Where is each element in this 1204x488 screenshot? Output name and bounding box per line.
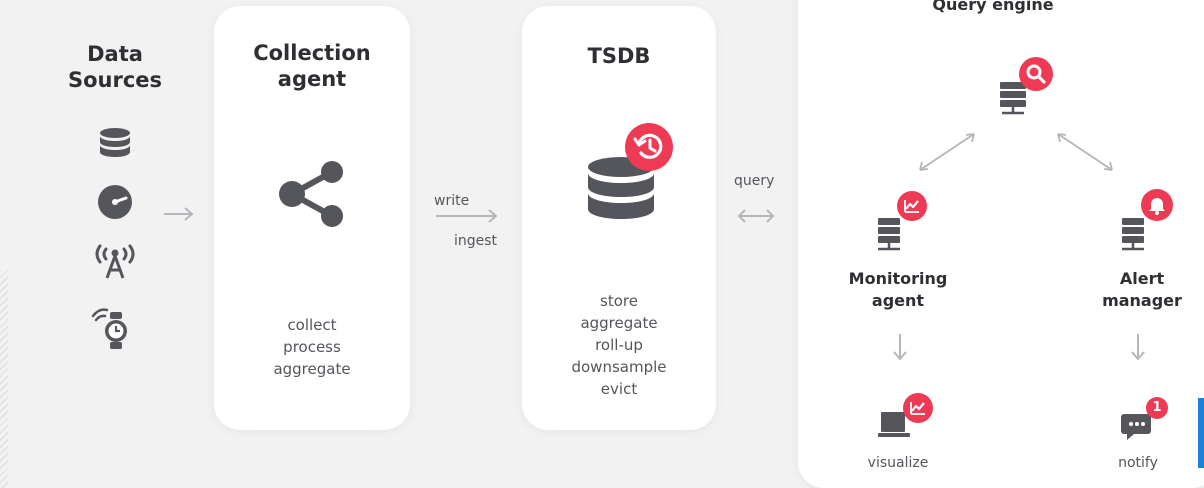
alert-down-arrow (1130, 332, 1146, 362)
notify-label: notify (1118, 455, 1158, 471)
alert-server-icon (1120, 214, 1150, 254)
laptop-icon (878, 410, 914, 440)
write-label: write (434, 193, 470, 209)
database-icon (98, 127, 132, 161)
op-roll-up: roll-up (595, 336, 643, 354)
query-engine-title: Query engine (932, 0, 1054, 14)
monitoring-server-icon (876, 214, 906, 254)
engine-to-monitoring-arrow (916, 130, 978, 174)
notification-count-badge: 1 (1146, 397, 1168, 419)
collection-agent-card: Collection agent collect process aggrega… (214, 6, 410, 430)
monitoring-agent-title: Monitoring agent (828, 268, 968, 312)
monitoring-agent-line2: agent (871, 291, 925, 310)
smartwatch-icon (90, 306, 134, 354)
search-badge-icon (1018, 56, 1054, 92)
collection-agent-ops: collect process aggregate (214, 314, 410, 380)
alert-manager-line2: manager (1102, 291, 1182, 310)
data-sources-title-line2: Sources (67, 68, 163, 92)
monitoring-agent-line1: Monitoring (848, 269, 948, 288)
data-sources-title: Data Sources (60, 41, 170, 93)
collection-agent-title: Collection agent (214, 40, 410, 92)
query-engine-panel: Query engine (798, 0, 1204, 488)
right-edge-accent (1198, 398, 1204, 468)
gauge-icon (97, 184, 133, 220)
collection-agent-title-line1: Collection (253, 41, 371, 65)
sources-to-agent-arrow (162, 206, 196, 222)
antenna-icon (92, 240, 138, 280)
alert-manager-title: Alert manager (1092, 268, 1192, 312)
tsdb-card: TSDB store aggregate roll-up downsample … (522, 6, 716, 430)
op-collect: collect (287, 316, 337, 334)
op-process: process (283, 338, 341, 356)
query-label: query (734, 173, 775, 189)
tsdb-title: TSDB (587, 44, 651, 68)
collection-agent-title-line2: agent (277, 67, 347, 91)
visualize-label: visualize (867, 455, 929, 471)
data-sources-title-line1: Data (87, 42, 143, 66)
left-edge-hatch (0, 270, 8, 488)
write-arrow (434, 208, 500, 224)
op-aggregate: aggregate (580, 314, 658, 332)
alert-manager-line1: Alert (1119, 269, 1165, 288)
chart-badge-icon (896, 190, 928, 222)
share-icon (274, 156, 350, 232)
chat-icon (1120, 410, 1154, 444)
query-double-arrow (736, 208, 776, 224)
history-badge-icon (624, 122, 674, 172)
op-downsample: downsample (571, 358, 667, 376)
ingest-label: ingest (454, 233, 498, 249)
query-server-icon (998, 78, 1032, 118)
engine-to-alert-arrow (1054, 130, 1116, 174)
visualize-chart-badge-icon (902, 392, 934, 424)
monitoring-down-arrow (892, 332, 908, 362)
tsdb-ops: store aggregate roll-up downsample evict (522, 290, 716, 400)
bell-badge-icon (1140, 188, 1174, 222)
op-evict: evict (600, 380, 638, 398)
op-aggregate: aggregate (273, 360, 351, 378)
op-store: store (600, 292, 638, 310)
